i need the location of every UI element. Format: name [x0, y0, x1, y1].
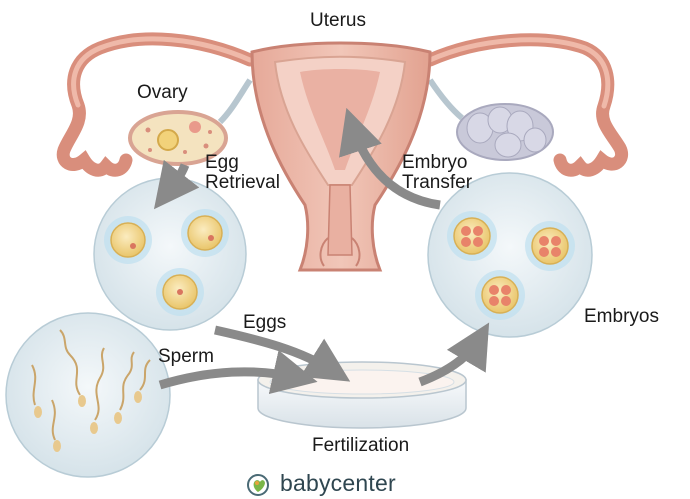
sperm-label: Sperm: [158, 347, 214, 367]
sperm-bubble: [6, 313, 170, 477]
fertilization-label: Fertilization: [312, 436, 409, 456]
egg-cell: [156, 268, 204, 316]
egg-cell: [181, 209, 229, 257]
eggs-to-dish-arrow: [215, 330, 335, 372]
left-ovarian-ligament: [220, 80, 250, 122]
brand-name: babycenter: [280, 470, 396, 497]
right-ovary: [457, 104, 553, 160]
ovary-label: Ovary: [137, 83, 188, 103]
embryos-label: Embryos: [584, 307, 659, 327]
embryo-cell: [447, 211, 497, 261]
embryo-cell: [525, 221, 575, 271]
embryo-transfer-label-line2: Transfer: [402, 173, 472, 193]
egg-retrieval-label-line1: Egg: [205, 153, 239, 173]
right-ovarian-ligament: [430, 80, 462, 118]
embryo-transfer-label-line1: Embryo: [402, 153, 467, 173]
embryo-cell: [475, 270, 525, 320]
eggs-label: Eggs: [243, 313, 286, 333]
babycenter-brand[interactable]: babycenter: [250, 470, 396, 497]
embryos-bubble: [428, 173, 592, 337]
eggs-bubble: [94, 178, 246, 330]
egg-cell: [104, 216, 152, 264]
uterus-label: Uterus: [310, 11, 366, 31]
egg-retrieval-label-line2: Retrieval: [205, 173, 280, 193]
